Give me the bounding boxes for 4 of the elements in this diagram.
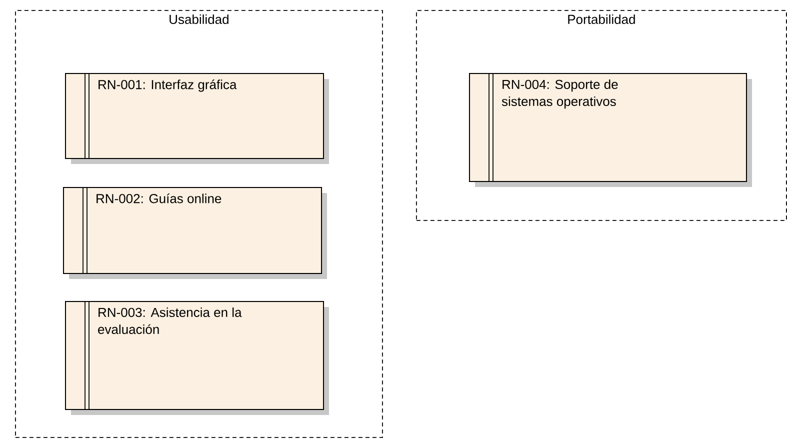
requirement-box: RN-002: Guías online (63, 186, 327, 279)
requirement-box: RN-004: Soporte de sistemas operativos (469, 72, 752, 187)
requirement-box: RN-001: Interfaz gráfica (65, 72, 329, 164)
requirement-box: RN-003: Asistencia en la evaluación (65, 300, 329, 415)
